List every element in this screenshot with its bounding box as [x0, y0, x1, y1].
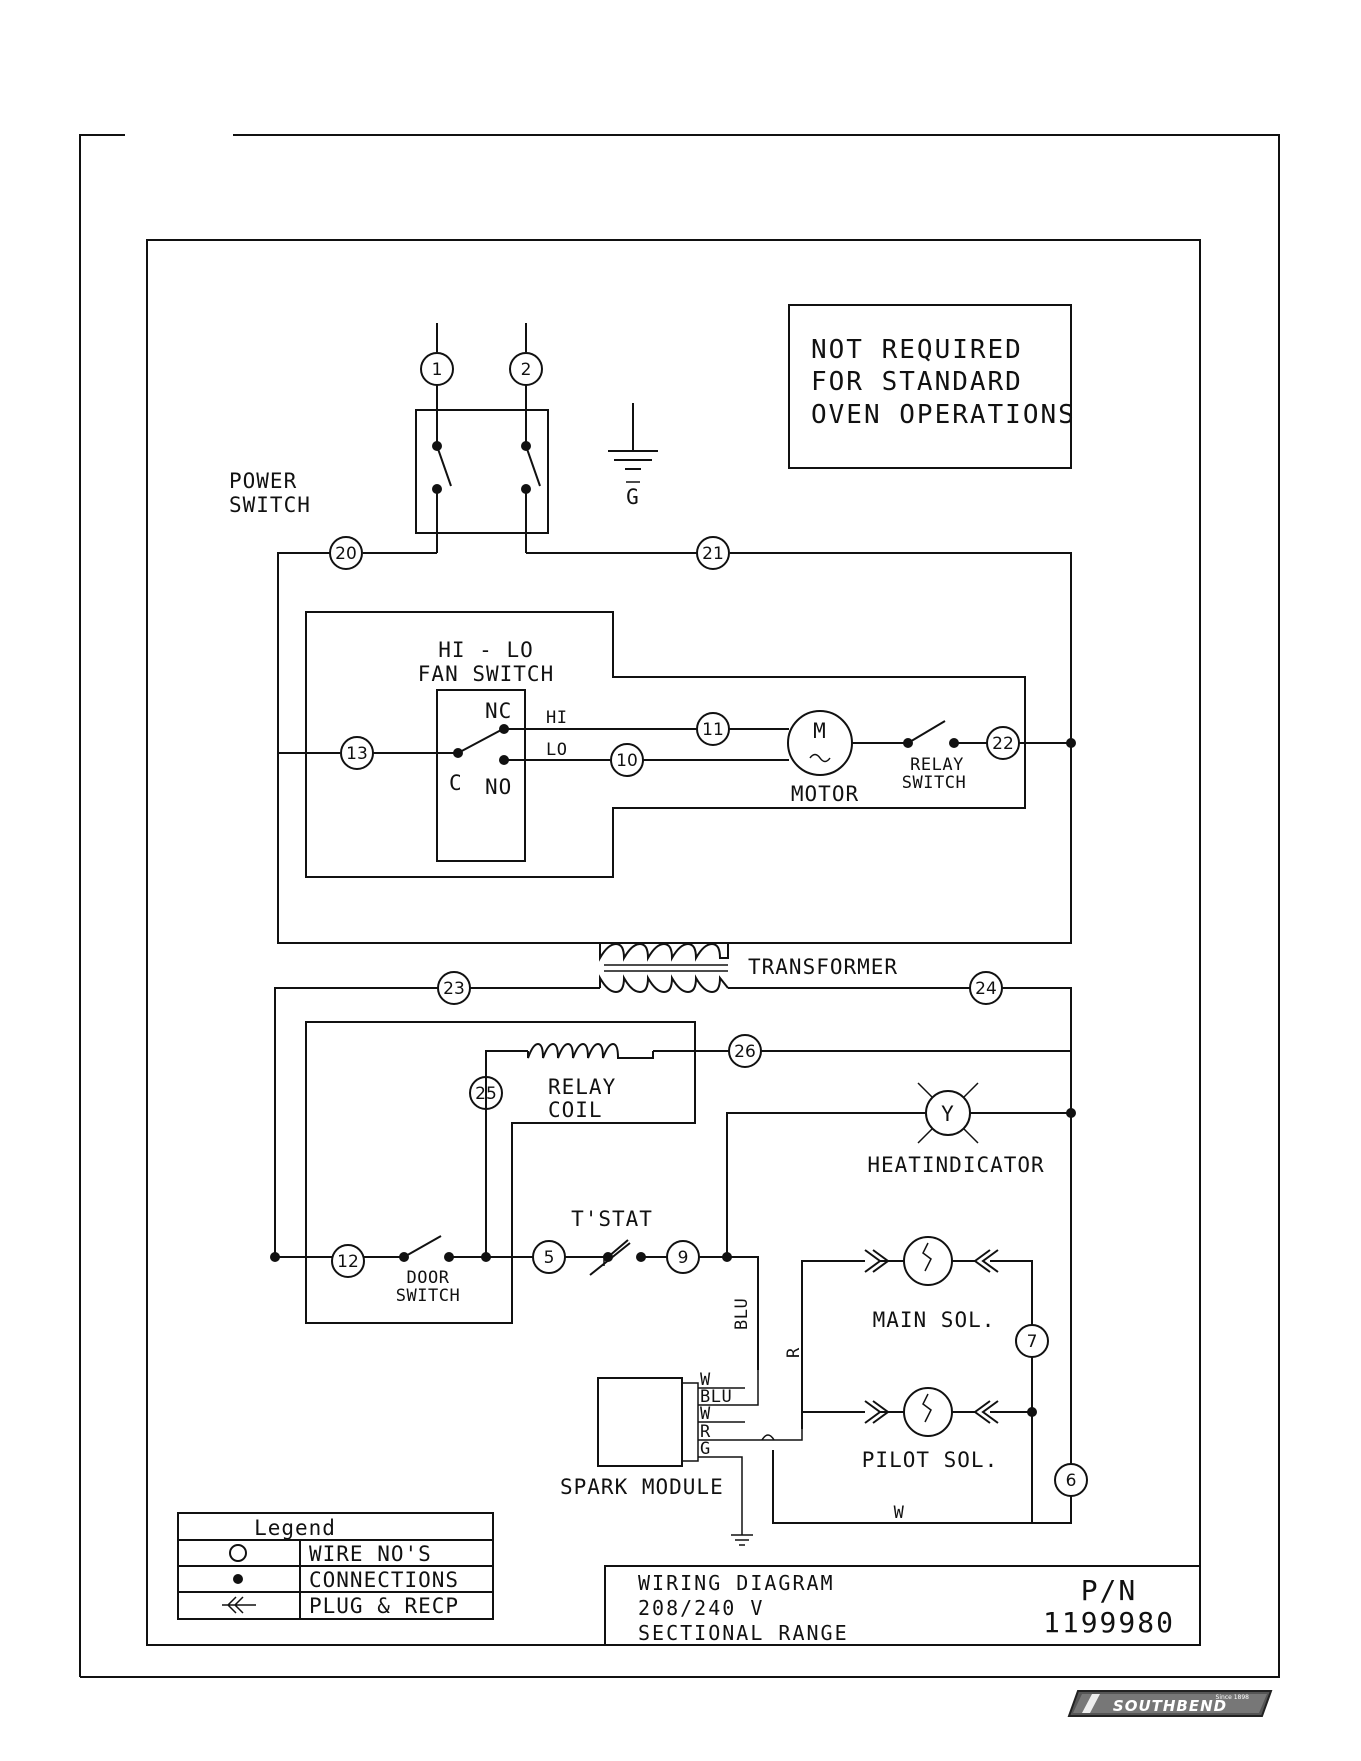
relay-coil-label-1: RELAY	[548, 1075, 616, 1099]
pn-value: 1199980	[1043, 1606, 1175, 1639]
title-line-1: WIRING DIAGRAM	[638, 1571, 835, 1595]
wire-number-25: 25	[475, 1084, 497, 1104]
w-wire-label: W	[894, 1503, 905, 1523]
fan-switch-label-1: HI - LO	[438, 638, 534, 662]
wire-number-5: 5	[544, 1248, 555, 1268]
relay-switch-label-2: SWITCH	[902, 773, 966, 793]
power-switch-label-1: POWER	[229, 469, 297, 493]
wire-number-10: 10	[616, 751, 638, 771]
control-circuit: 23 24 26 25 RELAY COIL Y HEATINDICATOR	[270, 971, 1088, 1546]
outer-frame	[79, 134, 1280, 1678]
inner-frame	[146, 239, 1201, 1646]
blu-wire-label: BLU	[732, 1298, 752, 1330]
legend-circle-icon	[229, 1544, 247, 1562]
wire-number-12: 12	[337, 1252, 359, 1272]
wire-number-22: 22	[992, 734, 1014, 754]
wire-number-24: 24	[975, 979, 997, 999]
wire-number-20: 20	[335, 544, 357, 564]
pn-label: P/N	[1081, 1574, 1138, 1607]
brand-logo: SOUTHBEND Since 1898	[1067, 1690, 1273, 1717]
indicator-symbol: Y	[941, 1102, 955, 1126]
legend: Legend WIRE NO'S CONNECTIONS PLUG & RECP	[177, 1512, 494, 1620]
fan-switch-label-2: FAN SWITCH	[418, 662, 554, 686]
spark-terminal-blu: BLU	[700, 1387, 732, 1407]
heat-indicator: Y HEATINDICATOR	[726, 1082, 1076, 1257]
spark-module-label: SPARK MODULE	[560, 1475, 724, 1499]
wire-number-7: 7	[1027, 1332, 1038, 1352]
wire-number-2: 2	[521, 360, 532, 380]
title-line-2: 208/240 V	[638, 1596, 764, 1620]
tstat-label: T'STAT	[571, 1207, 653, 1231]
heat-indicator-label: HEATINDICATOR	[867, 1153, 1044, 1177]
relay-coil-label-2: COIL	[548, 1098, 603, 1122]
spark-terminal-r: R	[700, 1422, 711, 1442]
relay-switch: RELAY SWITCH	[902, 720, 966, 793]
wire-number-6: 6	[1066, 1471, 1077, 1491]
spark-module: W BLU W R G SPARK MODULE	[560, 1370, 803, 1546]
transformer-label: TRANSFORMER	[748, 955, 898, 979]
ground-label: G	[626, 485, 640, 509]
nc-label: NC	[485, 699, 512, 723]
wire-number-13: 13	[346, 744, 368, 764]
wire-number-26: 26	[734, 1042, 756, 1062]
legend-label-wire: WIRE NO'S	[309, 1542, 432, 1566]
motor-label: MOTOR	[791, 782, 859, 806]
transformer: TRANSFORMER	[599, 942, 898, 994]
wire-number-1: 1	[432, 360, 443, 380]
wire-number-11: 11	[702, 720, 724, 740]
c-label: C	[449, 771, 463, 795]
r-wire-label: R	[784, 1347, 804, 1358]
svg-text:Since 1898: Since 1898	[1216, 1694, 1250, 1701]
power-switch-label-2: SWITCH	[229, 493, 311, 517]
pilot-solenoid: PILOT SOL.	[802, 1387, 1032, 1472]
power-switch: 1 2 POWER SWITCH	[229, 323, 549, 553]
lo-label: LO	[546, 740, 567, 760]
legend-dot-icon	[233, 1574, 243, 1584]
door-switch: DOOR SWITCH	[396, 1235, 460, 1306]
main-sol-label: MAIN SOL.	[873, 1308, 996, 1332]
door-switch-label-1: DOOR	[407, 1268, 450, 1288]
wire-number-9: 9	[678, 1248, 689, 1268]
wire-number-21: 21	[702, 544, 724, 564]
svg-text:SOUTHBEND: SOUTHBEND	[1113, 1697, 1227, 1715]
pilot-sol-label: PILOT SOL.	[862, 1448, 998, 1472]
ground-symbol: G	[608, 403, 658, 509]
title-line-3: SECTIONAL RANGE	[638, 1621, 849, 1645]
fan-switch-section: HI - LO FAN SWITCH NC NO C 13 HI 11 LO 1…	[278, 611, 1076, 878]
thermostat: T'STAT	[571, 1207, 653, 1276]
motor: M MOTOR	[787, 710, 859, 806]
note-box: NOT REQUIRED FOR STANDARD OVEN OPERATION…	[788, 304, 1076, 469]
note-line-2: FOR STANDARD	[811, 367, 1023, 397]
spark-terminal-g: G	[700, 1439, 711, 1459]
door-switch-label-2: SWITCH	[396, 1286, 460, 1306]
title-block: WIRING DIAGRAM 208/240 V SECTIONAL RANGE…	[604, 1565, 1200, 1645]
spark-terminal-w1: W	[700, 1370, 711, 1390]
note-line-3: OVEN OPERATIONS	[811, 400, 1076, 430]
legend-plug-icon	[222, 1596, 256, 1614]
main-solenoid: MAIN SOL.	[801, 1236, 1033, 1429]
legend-label-plug: PLUG & RECP	[309, 1594, 459, 1618]
relay-switch-label-1: RELAY	[910, 755, 964, 775]
no-label: NO	[485, 775, 512, 799]
legend-label-connections: CONNECTIONS	[309, 1568, 459, 1592]
legend-title: Legend	[254, 1516, 336, 1540]
note-line-1: NOT REQUIRED	[811, 335, 1023, 365]
hi-label: HI	[546, 708, 567, 728]
motor-symbol: M	[813, 719, 827, 743]
wire-number-23: 23	[443, 979, 465, 999]
upper-power-loop: 20 21	[277, 536, 1072, 944]
spark-terminal-w2: W	[700, 1404, 711, 1424]
